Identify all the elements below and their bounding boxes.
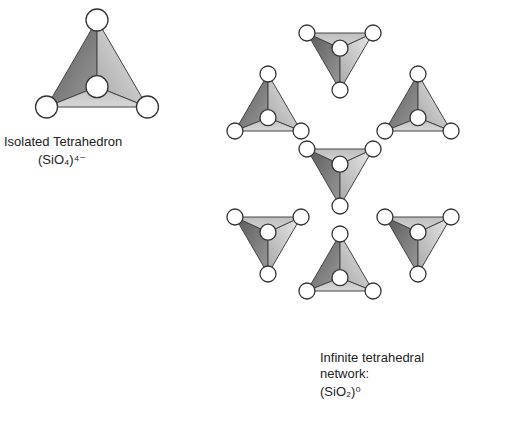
caption-text: Infinite tetrahedral network: (320, 350, 445, 382)
oxygen-atom (227, 209, 243, 225)
oxygen-atom (293, 209, 309, 225)
network-tetrahedron (227, 66, 309, 139)
caption-text: Isolated Tetrahedron (4, 134, 174, 150)
network-tetrahedron (299, 25, 381, 98)
oxygen-atom (365, 283, 381, 299)
oxygen-atom (227, 123, 243, 139)
oxygen-atom (136, 96, 158, 118)
network-tetrahedron (299, 141, 381, 214)
oxygen-atom (365, 141, 381, 157)
oxygen-atom (299, 141, 315, 157)
formula-text: (SiO₂)⁰ (320, 384, 440, 400)
oxygen-atom (332, 40, 348, 56)
network-tetrahedron (299, 226, 381, 299)
oxygen-atom (86, 76, 108, 98)
oxygen-atom (260, 266, 276, 282)
oxygen-atom (332, 198, 348, 214)
oxygen-atom (365, 25, 381, 41)
isolated-tetrahedron (36, 9, 159, 118)
oxygen-atom (410, 266, 426, 282)
oxygen-atom (260, 66, 276, 82)
oxygen-atom (377, 123, 393, 139)
oxygen-atom (332, 226, 348, 242)
network-tetrahedron (227, 209, 309, 282)
oxygen-atom (443, 123, 459, 139)
oxygen-atom (443, 209, 459, 225)
oxygen-atom (410, 110, 426, 126)
oxygen-atom (299, 283, 315, 299)
oxygen-atom (377, 209, 393, 225)
oxygen-atom (293, 123, 309, 139)
oxygen-atom (410, 66, 426, 82)
oxygen-atom (332, 156, 348, 172)
oxygen-atom (86, 9, 108, 31)
oxygen-atom (260, 110, 276, 126)
oxygen-atom (332, 82, 348, 98)
oxygen-atom (36, 96, 58, 118)
oxygen-atom (260, 224, 276, 240)
oxygen-atom (299, 25, 315, 41)
network-tetrahedron (377, 66, 459, 139)
oxygen-atom (410, 224, 426, 240)
network-tetrahedron (377, 209, 459, 282)
formula-text: (SiO₄)⁴⁻ (38, 152, 158, 168)
oxygen-atom (332, 270, 348, 286)
